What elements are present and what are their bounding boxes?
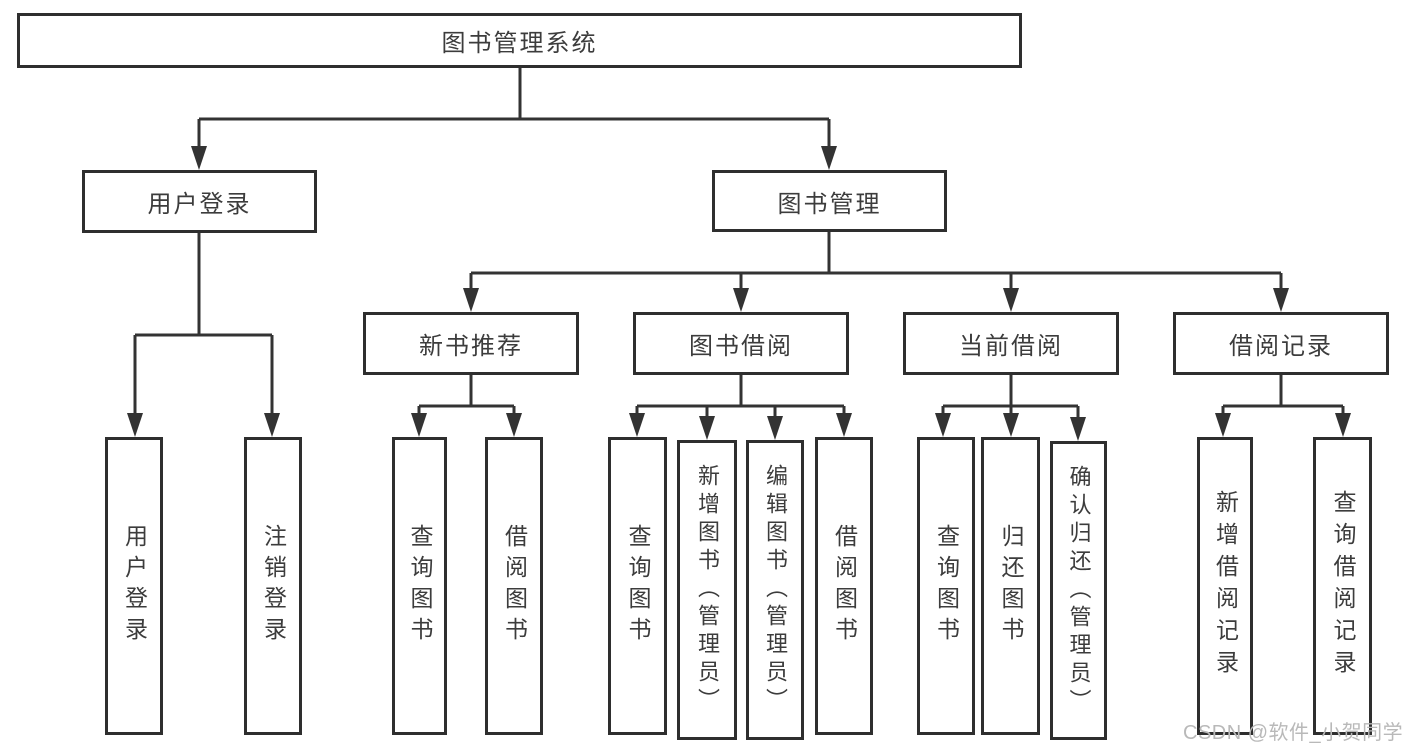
node-root-library-management-system: 图书管理系统	[17, 13, 1022, 68]
leaf-query-borrow-record: 查询借阅记录	[1313, 437, 1372, 735]
leaf-borrow-books-borrowing: 借阅图书	[815, 437, 873, 735]
leaf-borrow-books-recommend: 借阅图书	[485, 437, 543, 735]
leaf-edit-books-admin: 编辑图书（管理员）	[746, 440, 804, 740]
leaf-logout: 注销登录	[244, 437, 302, 735]
leaf-add-books-admin: 新增图书（管理员）	[677, 440, 737, 740]
leaf-query-books-recommend: 查询图书	[392, 437, 447, 735]
node-book-management-branch: 图书管理	[712, 170, 947, 232]
leaf-add-borrow-record: 新增借阅记录	[1197, 437, 1253, 735]
leaf-return-books: 归还图书	[981, 437, 1040, 735]
arrowhead-icons	[127, 146, 1351, 441]
leaf-user-login: 用户登录	[105, 437, 163, 735]
leaf-query-books-current: 查询图书	[917, 437, 975, 735]
node-book-borrowing: 图书借阅	[633, 312, 849, 375]
node-user-login-branch: 用户登录	[82, 170, 317, 233]
node-current-borrowing: 当前借阅	[903, 312, 1119, 375]
csdn-watermark: CSDN @软件_小贺同学	[1183, 722, 1404, 744]
node-borrowing-records: 借阅记录	[1173, 312, 1389, 375]
leaf-confirm-return-admin: 确认归还（管理员）	[1050, 441, 1107, 740]
node-new-book-recommendation: 新书推荐	[363, 312, 579, 375]
leaf-query-books-borrowing: 查询图书	[608, 437, 667, 735]
